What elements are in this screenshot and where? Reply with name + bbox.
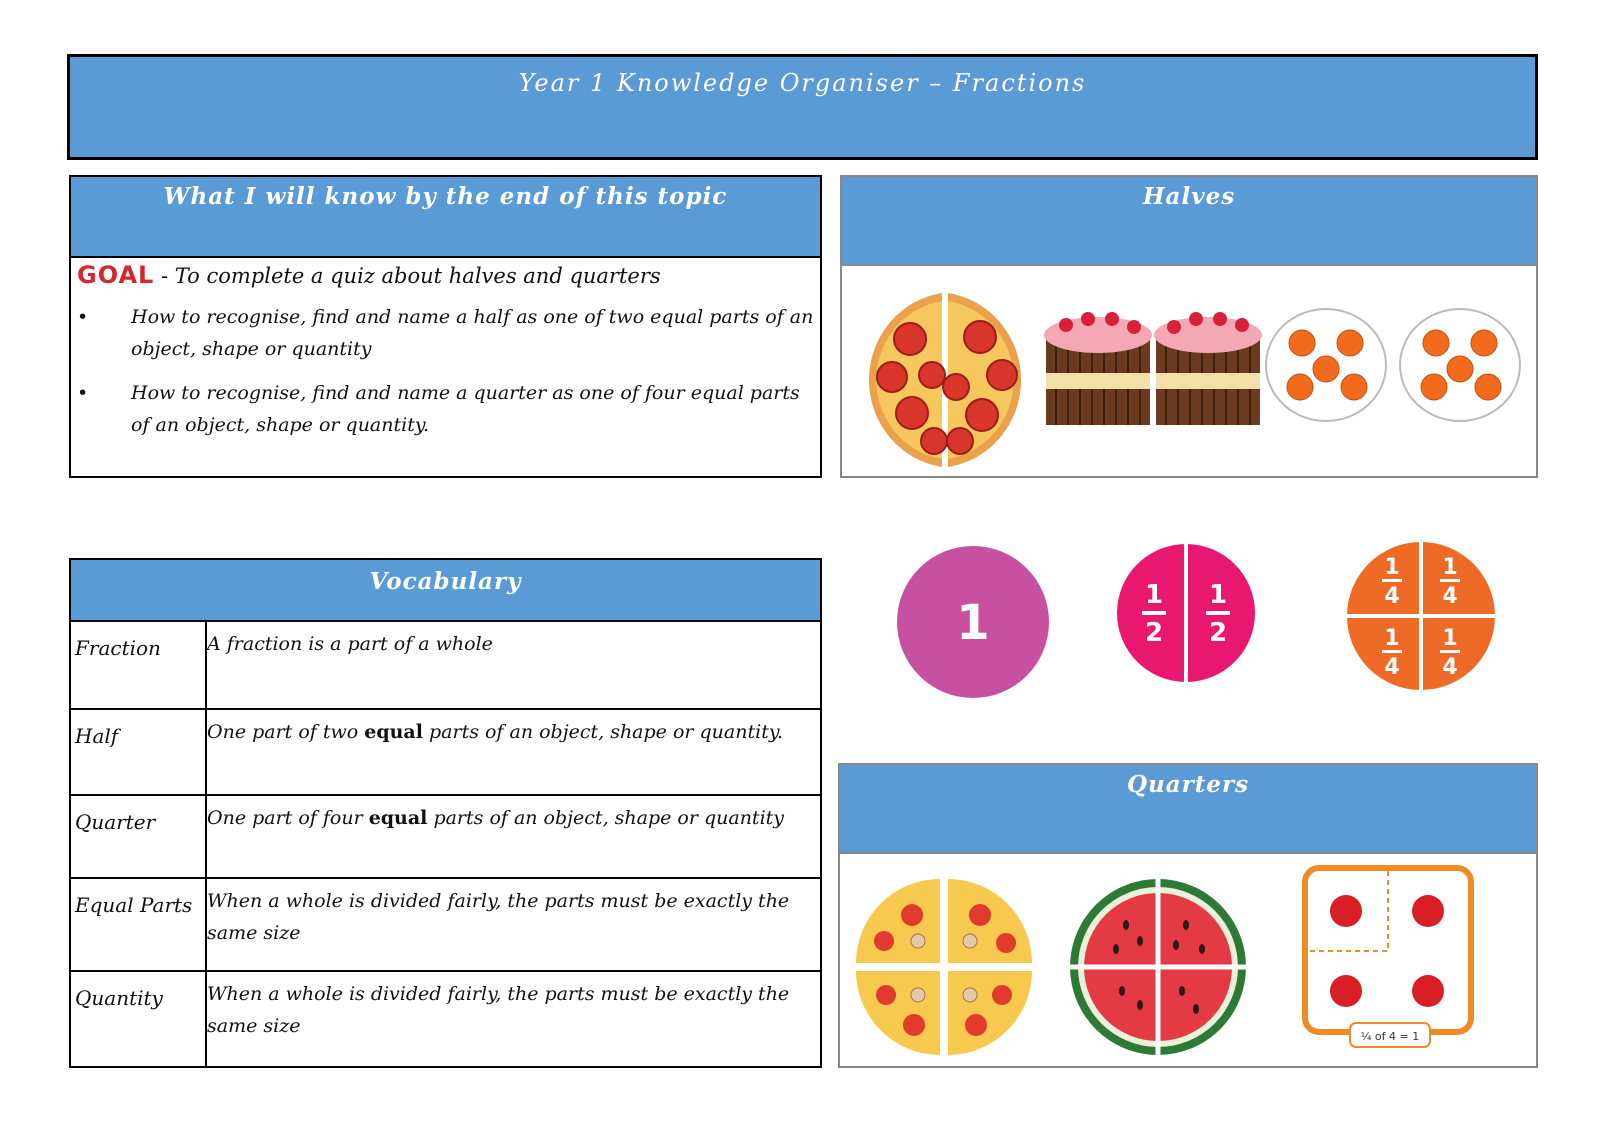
- vocab-row: Equal Parts When a whole is divided fair…: [71, 879, 820, 972]
- cake-halves-image: [1044, 312, 1262, 425]
- vocab-definition: One part of two equal parts of an object…: [207, 721, 784, 743]
- svg-text:2: 2: [1209, 618, 1227, 648]
- vocab-row: Quantity When a whole is divided fairly,…: [71, 972, 820, 1066]
- column-divider: [205, 622, 207, 1066]
- page-title: Year 1 Knowledge Organiser – Fractions: [518, 69, 1087, 97]
- quarters-heading: Quarters: [840, 765, 1536, 854]
- halves-circle: 1 2 1 2: [1117, 543, 1255, 683]
- watermelon-quarters-image: [1068, 877, 1248, 1057]
- vocabulary-heading: Vocabulary: [71, 560, 820, 622]
- apple-quarters-card-image: ¼ of 4 = 1: [1302, 865, 1474, 1048]
- vocabulary-table: Vocabulary Fraction A fraction is a part…: [69, 558, 822, 1068]
- vocab-definition: When a whole is divided fairly, the part…: [207, 890, 790, 944]
- whole-circle: 1: [897, 546, 1049, 698]
- svg-text:1: 1: [1209, 580, 1227, 610]
- vocab-row: Fraction A fraction is a part of a whole: [71, 622, 820, 710]
- learning-goals-panel: What I will know by the end of this topi…: [69, 175, 822, 478]
- svg-text:4: 4: [1442, 655, 1457, 680]
- whole-label: 1: [956, 595, 989, 651]
- halves-heading: Halves: [842, 177, 1536, 266]
- svg-text:1: 1: [1145, 580, 1163, 610]
- goal-bullet: • How to recognise, find and name a half…: [77, 301, 817, 365]
- vocab-definition: One part of four equal parts of an objec…: [207, 807, 785, 829]
- vocab-term: Quantity: [75, 986, 163, 1010]
- learning-goals-heading: What I will know by the end of this topi…: [71, 177, 820, 258]
- vocab-row: Quarter One part of four equal parts of …: [71, 796, 820, 879]
- vocab-definition: When a whole is divided fairly, the part…: [207, 983, 790, 1037]
- svg-text:4: 4: [1442, 584, 1457, 609]
- svg-text:1: 1: [1442, 626, 1457, 651]
- pizza-halves-image: [868, 293, 1022, 467]
- vocab-definition: A fraction is a part of a whole: [207, 633, 493, 655]
- svg-text:1: 1: [1442, 555, 1457, 580]
- svg-text:4: 4: [1384, 584, 1399, 609]
- quarters-panel: Quarters ¼ of: [838, 763, 1538, 1068]
- halves-panel: Halves: [840, 175, 1538, 478]
- quarters-circle: 1 4 1 4 1 4 1 4: [1346, 541, 1496, 691]
- title-banner: Year 1 Knowledge Organiser – Fractions: [67, 54, 1538, 160]
- goal-text: - To complete a quiz about halves and qu…: [154, 264, 661, 288]
- vocab-term: Half: [75, 724, 119, 748]
- vocab-term: Fraction: [75, 636, 161, 660]
- svg-text:2: 2: [1145, 618, 1163, 648]
- goal-bullet-text: How to recognise, find and name a half a…: [131, 306, 814, 360]
- svg-text:1: 1: [1384, 626, 1399, 651]
- vocab-term: Quarter: [75, 810, 156, 834]
- vocab-row: Half One part of two equal parts of an o…: [71, 710, 820, 796]
- vocab-term: Equal Parts: [75, 893, 193, 917]
- goal-logo: GOAL: [77, 261, 155, 289]
- bullet-dot-icon: •: [77, 382, 89, 404]
- pizza-quarters-image: [856, 879, 1032, 1055]
- apple-halves-image: [1265, 308, 1521, 422]
- apple-card-caption: ¼ of 4 = 1: [1361, 1030, 1419, 1043]
- goal-bullet: • How to recognise, find and name a quar…: [77, 377, 817, 441]
- svg-text:4: 4: [1384, 655, 1399, 680]
- svg-text:1: 1: [1384, 555, 1399, 580]
- goal-bullet-text: How to recognise, find and name a quarte…: [131, 382, 800, 436]
- bullet-dot-icon: •: [77, 306, 89, 328]
- goal-line: GOAL - To complete a quiz about halves a…: [77, 261, 661, 289]
